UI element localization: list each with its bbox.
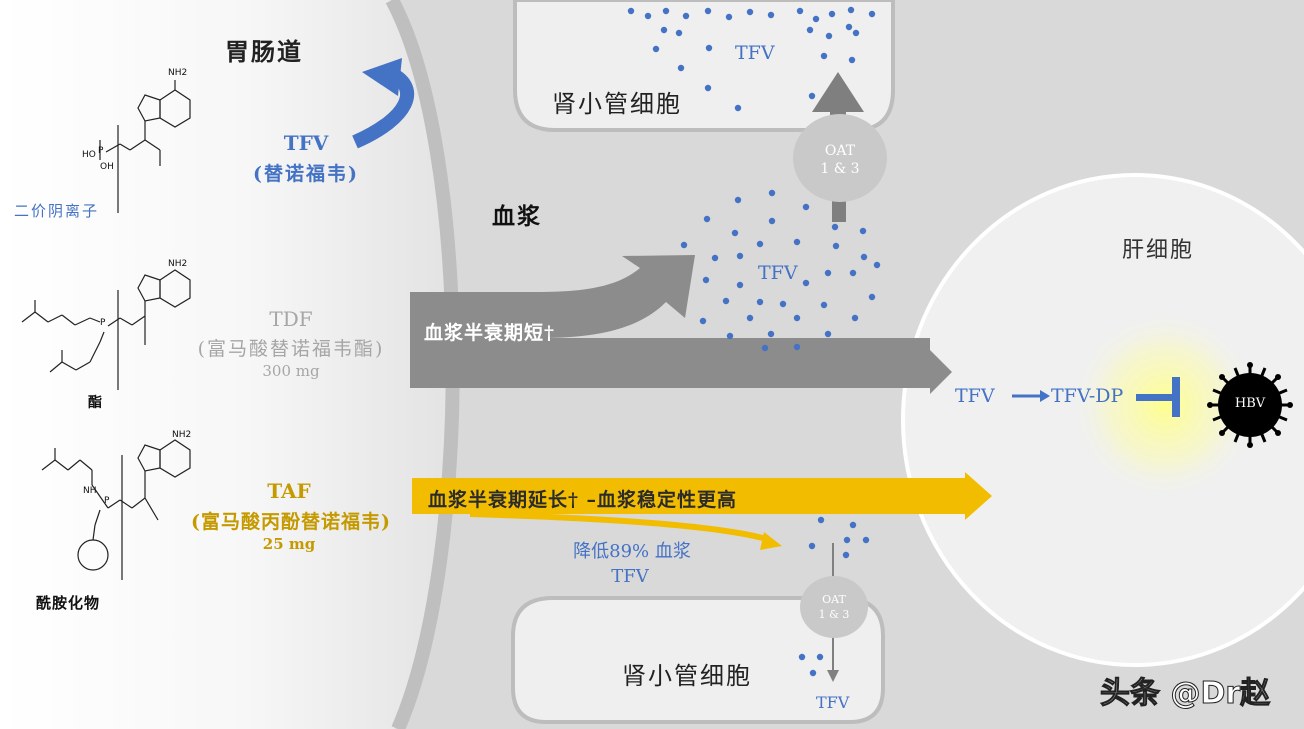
inhibit-bar-v xyxy=(1172,377,1180,417)
taf-curve-arrow xyxy=(469,511,771,543)
gut-label: 胃肠道 xyxy=(225,37,303,66)
tfv-oh-label: OH xyxy=(100,162,114,172)
tdf-name: TDF xyxy=(269,307,313,331)
tfv-cn-name: (替诺福韦) xyxy=(253,163,359,185)
hbv-virus-icon xyxy=(1207,362,1293,448)
taf-caption: 酰胺化物 xyxy=(36,594,101,612)
tdf-p-label: P xyxy=(100,318,106,328)
tdf-molecule-structure xyxy=(21,269,191,390)
taf-dose: 25 mg xyxy=(262,535,316,553)
taf-arrow-label: 血浆半衰期延长† –血浆稳定性更高 xyxy=(428,489,738,511)
tfv-name: TFV xyxy=(283,131,329,155)
tdf-dose: 300 mg xyxy=(262,362,320,380)
liver-tfv-label: TFV xyxy=(955,385,995,407)
tdf-caption: 酯 xyxy=(88,395,102,411)
hbv-label: HBV xyxy=(1234,396,1266,411)
taf-arrow xyxy=(412,472,992,520)
tdf-arrow-up xyxy=(410,255,695,338)
tfv-nh2-label: NH2 xyxy=(168,68,188,78)
taf-nh2-label: NH2 xyxy=(172,430,192,440)
inhibit-bar-h xyxy=(1136,394,1174,401)
watermark: 头条 @Dr赵 xyxy=(1099,676,1271,712)
taf-reduced-label: 降低89% 血浆 xyxy=(573,541,691,562)
tfv-dots xyxy=(627,6,881,677)
renal-top-tfv-label: TFV xyxy=(735,42,775,64)
tfv-to-tfvdp-arrowhead xyxy=(1040,390,1050,402)
renal-bottom-label: 肾小管细胞 xyxy=(622,662,752,690)
liver-label: 肝细胞 xyxy=(1122,238,1195,263)
taf-cn-name: (富马酸丙酚替诺福韦) xyxy=(191,511,391,533)
taf-name: TAF xyxy=(267,479,311,503)
renal-top-label: 肾小管细胞 xyxy=(552,90,682,118)
liver-tfvdp-label: TFV-DP xyxy=(1051,385,1124,407)
tdf-arrow-label: 血浆半衰期短† xyxy=(424,322,555,344)
oat-bottom-arrowhead xyxy=(827,670,839,682)
renal-cell-bottom xyxy=(511,596,885,724)
taf-curve-arrowhead xyxy=(760,532,782,550)
tdf-nh2-label: NH2 xyxy=(168,259,188,269)
plasma-label: 血浆 xyxy=(492,203,542,230)
renal-bottom-tfv-label: TFV xyxy=(816,693,850,712)
gut-region xyxy=(0,0,451,729)
oat-bottom-circle xyxy=(800,576,868,638)
tdf-arrow-main xyxy=(410,338,952,394)
oat-top-circle xyxy=(793,114,887,202)
oat-bottom-label: OAT 1 & 3 xyxy=(818,593,850,621)
oat-top-label: OAT 1 & 3 xyxy=(820,143,860,177)
taf-nh-label: NH xyxy=(83,486,97,496)
liver-glow xyxy=(1070,310,1260,500)
tfv-molecule-structure xyxy=(99,80,191,213)
tfv-recycle-arrowhead xyxy=(362,58,402,96)
tfv-ho-label: HO xyxy=(82,150,96,160)
oat-top-arrowhead xyxy=(812,72,864,112)
plasma-tfv-label: TFV xyxy=(758,262,798,284)
tdf-cn-name: (富马酸替诺福韦酯) xyxy=(197,338,385,360)
tfv-p-label: P xyxy=(98,146,104,156)
taf-molecule-structure xyxy=(41,439,191,580)
taf-reduced-tfv: TFV xyxy=(611,566,649,587)
tfv-caption: 二价阴离子 xyxy=(14,202,100,220)
taf-p-label: P xyxy=(104,496,110,506)
